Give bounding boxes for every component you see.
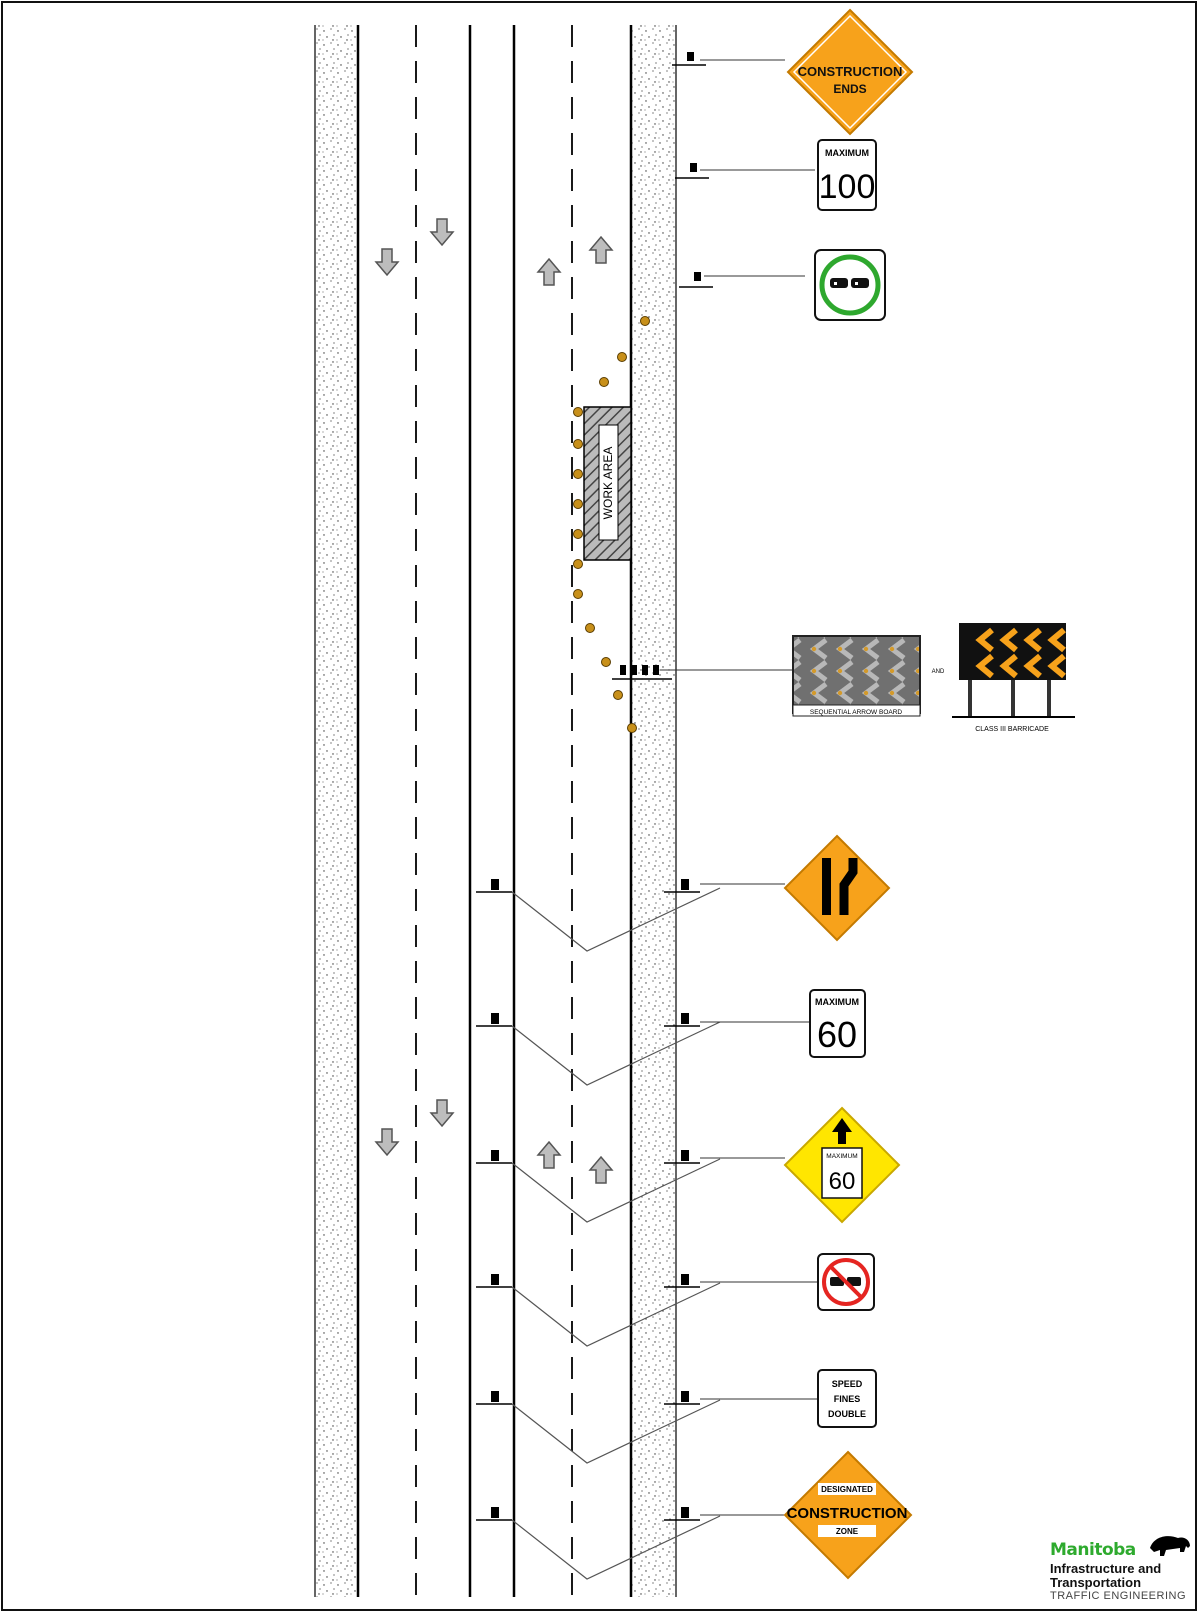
ahead-arrow-icon <box>832 1118 852 1144</box>
traffic-cones <box>573 316 650 733</box>
manitoba-logo: Manitoba Infrastructure and Transportati… <box>1048 1530 1193 1608</box>
paired-sign-posts <box>476 879 818 1580</box>
cone-icon <box>573 469 583 479</box>
speed-fines-double-sign: SPEED FINES DOUBLE <box>817 1369 877 1428</box>
logo-brand: Manitoba <box>1050 1540 1136 1560</box>
two-cars-icon <box>830 278 869 288</box>
max100-top: MAXIMUM <box>825 148 869 158</box>
bison-icon <box>1150 1536 1190 1556</box>
no-passing-sign <box>817 1253 875 1311</box>
work-area-label: WORK AREA <box>601 447 615 520</box>
ahead60-value: 60 <box>829 1168 856 1195</box>
chevron-icon <box>1047 653 1066 679</box>
cone-icon <box>601 657 611 667</box>
class-iii-barricade: CLASS III BARRICADE <box>952 623 1075 733</box>
no-passing-slash-icon <box>829 1265 863 1299</box>
designated-line1: DESIGNATED <box>821 1485 873 1494</box>
lane-ends-sign <box>783 834 891 942</box>
sign-pair <box>476 1507 785 1580</box>
chevron-icon <box>1023 627 1042 653</box>
cone-icon <box>585 623 595 633</box>
sign-posts <box>612 52 815 680</box>
cone-icon <box>613 690 623 700</box>
cone-icon <box>640 316 650 326</box>
speed-fines-line3: DOUBLE <box>828 1409 866 1419</box>
cone-icon <box>617 352 627 362</box>
cone-icon <box>627 723 637 733</box>
right-shoulder <box>631 25 676 1597</box>
chevron-icon <box>1047 627 1066 653</box>
left-shoulder <box>315 25 358 1597</box>
chevron-icon <box>975 653 994 679</box>
sign-pair <box>476 879 785 952</box>
max60-value: 60 <box>817 1014 857 1055</box>
max100-value: 100 <box>819 168 876 206</box>
logo-line1: Infrastructure and <box>1050 1561 1162 1576</box>
cone-icon <box>573 407 583 417</box>
passing-permitted-sign <box>814 249 886 321</box>
chevron-icon <box>1023 653 1042 679</box>
construction-ends-line2: ENDS <box>833 82 866 96</box>
ahead60-top: MAXIMUM <box>826 1153 857 1160</box>
chevron-icon <box>975 627 994 653</box>
maximum-100-sign: MAXIMUM 100 <box>817 139 877 211</box>
road-lines <box>314 25 677 1597</box>
sign-pair <box>476 1274 818 1347</box>
sign-pair <box>476 1391 818 1464</box>
designated-line2: CONSTRUCTION <box>787 1505 908 1522</box>
max60-top: MAXIMUM <box>815 997 859 1007</box>
speed-fines-line1: SPEED <box>832 1379 863 1389</box>
sign-pair <box>476 1150 785 1223</box>
cone-icon <box>599 377 609 387</box>
logo-line3: TRAFFIC ENGINEERING <box>1050 1590 1187 1602</box>
cone-icon <box>573 439 583 449</box>
barricade-label: CLASS III BARRICADE <box>975 726 1049 733</box>
logo-line2: Transportation <box>1050 1575 1142 1590</box>
cone-icon <box>573 499 583 509</box>
sign-pair <box>476 1013 810 1086</box>
work-area: WORK AREA <box>583 406 632 561</box>
right-lane-ends-icon <box>822 858 858 915</box>
cone-icon <box>573 529 583 539</box>
sequential-arrow-board: SEQUENTIAL ARROW BOARD <box>792 635 921 717</box>
chevron-icon <box>999 653 1018 679</box>
maximum-60-sign: MAXIMUM 60 <box>809 989 866 1058</box>
construction-ends-sign: CONSTRUCTION ENDS <box>786 8 914 136</box>
and-label: AND <box>932 669 945 675</box>
arrow-board-label: SEQUENTIAL ARROW BOARD <box>810 709 903 716</box>
cone-icon <box>573 559 583 569</box>
speed-fines-line2: FINES <box>834 1394 861 1404</box>
cone-icon <box>573 589 583 599</box>
designated-line3: ZONE <box>836 1527 859 1536</box>
chevron-icon <box>999 627 1018 653</box>
designated-construction-zone-sign: DESIGNATED CONSTRUCTION ZONE <box>783 1450 913 1580</box>
speed-zone-ahead-sign: MAXIMUM 60 <box>783 1106 901 1224</box>
construction-ends-line1: CONSTRUCTION <box>798 64 903 79</box>
